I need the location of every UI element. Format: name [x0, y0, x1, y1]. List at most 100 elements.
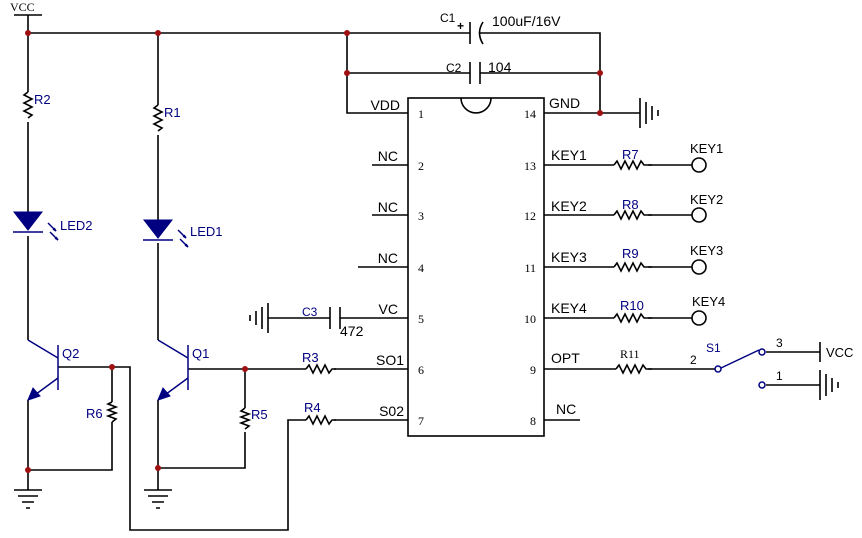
switch-s1: S1 2 3 1 — [690, 336, 783, 389]
key2-label: KEY2 — [690, 192, 723, 207]
led1: LED1 — [142, 219, 223, 248]
junction-dot — [25, 30, 31, 36]
r9-ref-label: R9 — [622, 246, 639, 261]
resistor-r9: R9 — [613, 246, 652, 273]
ic-pin-number: 4 — [418, 261, 424, 275]
r5-ref-label: R5 — [251, 407, 268, 422]
transistor-q2: Q2 — [27, 339, 79, 401]
c1-polarity-label: + — [457, 19, 464, 33]
ic-pin-number: 6 — [418, 363, 424, 377]
switch-contact — [758, 381, 766, 389]
ic-pin-number: 11 — [524, 261, 536, 275]
led2-ref-label: LED2 — [60, 218, 93, 233]
resistor-r1: R1 — [152, 104, 181, 132]
c1-value-label: 100uF/16V — [492, 13, 561, 29]
c1-ref-label: C1 — [440, 11, 456, 25]
r4-ref-label: R4 — [304, 400, 321, 415]
key4-label: KEY4 — [692, 294, 725, 309]
r2-ref-label: R2 — [34, 92, 51, 107]
junction-dot — [25, 467, 31, 473]
junction-dot — [242, 366, 248, 372]
junction-dot — [597, 110, 603, 116]
key4-terminal[interactable] — [691, 310, 707, 326]
resistor-r2: R2 — [22, 91, 51, 119]
ground-icon — [249, 303, 269, 333]
resistor-r11: R11 — [615, 347, 652, 375]
resistor-r7: R7 — [613, 147, 652, 171]
resistor-r10: R10 — [613, 298, 652, 324]
switch-lever[interactable] — [720, 349, 760, 369]
ic-pin-name: VDD — [370, 97, 400, 113]
junctions — [25, 30, 603, 473]
ground-icon — [144, 489, 172, 509]
vcc-top-symbol: VCC — [10, 0, 42, 16]
ic-pin-number: 5 — [418, 312, 424, 326]
resistor-r5: R5 — [238, 407, 268, 430]
ic-pin-name: GND — [549, 95, 580, 111]
ic-pin-number: 1 — [418, 107, 424, 121]
key3-label: KEY3 — [690, 243, 723, 258]
resistor-r8: R8 — [613, 197, 652, 221]
ic-pin-number: 8 — [530, 414, 536, 428]
led1-ref-label: LED1 — [190, 224, 223, 239]
key2-terminal[interactable] — [691, 207, 707, 223]
ic-pin-number: 3 — [418, 209, 424, 223]
ic-pin-number: 14 — [524, 107, 536, 121]
ground-icon — [639, 98, 659, 128]
r8-ref-label: R8 — [622, 197, 639, 212]
junction-dot — [344, 70, 350, 76]
ic-pin-name: SO1 — [376, 352, 404, 368]
switch-pin2-label: 2 — [690, 353, 697, 367]
ic-left-pins: VDD 1 NC 2 NC 3 NC 4 VC 5 SO1 6 S02 7 — [370, 97, 424, 428]
junction-dot — [597, 70, 603, 76]
ic-pin-name: NC — [378, 148, 398, 164]
key1-terminal[interactable] — [691, 157, 707, 173]
c3-value-label: 472 — [340, 323, 364, 339]
ic-pin-number: 12 — [524, 209, 536, 223]
ic-pin-name: KEY4 — [551, 300, 587, 316]
ic-pin-name: KEY1 — [551, 147, 587, 163]
led2: LED2 — [12, 211, 93, 241]
junction-dot — [109, 364, 115, 370]
vcc-top-label: VCC — [10, 0, 35, 14]
resistor-r4: R4 — [304, 400, 336, 426]
ic-pin-name: NC — [556, 401, 576, 417]
c3-ref-label: C3 — [302, 305, 318, 319]
ic-right-pins: GND 14 KEY1 13 KEY2 12 KEY3 11 KEY4 10 O… — [524, 95, 587, 428]
switch-contact — [758, 348, 766, 356]
capacitor-c1: C1 + 100uF/16V — [440, 11, 561, 45]
ic-pin-number: 13 — [524, 159, 536, 173]
wires — [27, 15, 820, 531]
ic-pin-name: NC — [378, 199, 398, 215]
ic-pin-name: NC — [378, 250, 398, 266]
junction-dot — [344, 30, 350, 36]
ic-chip — [407, 97, 545, 437]
switch-pin1-label: 1 — [776, 369, 783, 383]
switch-ref-label: S1 — [706, 341, 721, 355]
ground-icon — [819, 370, 839, 400]
r7-ref-label: R7 — [622, 147, 639, 162]
ic-pin-name: KEY2 — [551, 198, 587, 214]
vcc-switch-label: VCC — [826, 345, 853, 360]
capacitor-c2: C2 104 — [446, 59, 512, 84]
ic-pin-number: 7 — [418, 414, 424, 428]
q2-ref-label: Q2 — [62, 346, 79, 361]
key3-terminal[interactable] — [691, 259, 707, 275]
resistor-r6: R6 — [86, 401, 119, 423]
q1-ref-label: Q1 — [192, 346, 209, 361]
transistor-q1: Q1 — [157, 339, 209, 401]
r10-ref-label: R10 — [620, 298, 644, 313]
key-terminals: KEY1 KEY2 KEY3 KEY4 — [690, 141, 725, 326]
ic-pin-number: 2 — [418, 159, 424, 173]
r1-ref-label: R1 — [164, 105, 181, 120]
resistor-r3: R3 — [302, 350, 336, 375]
r6-ref-label: R6 — [86, 406, 103, 421]
ic-pin-number: 10 — [524, 312, 536, 326]
junction-dot — [155, 465, 161, 471]
c2-ref-label: C2 — [446, 61, 462, 75]
ic-pin-name: S02 — [379, 403, 404, 419]
vcc-switch-symbol: VCC — [819, 342, 853, 362]
ic-pin-number: 9 — [530, 363, 536, 377]
c2-value-label: 104 — [488, 59, 512, 75]
